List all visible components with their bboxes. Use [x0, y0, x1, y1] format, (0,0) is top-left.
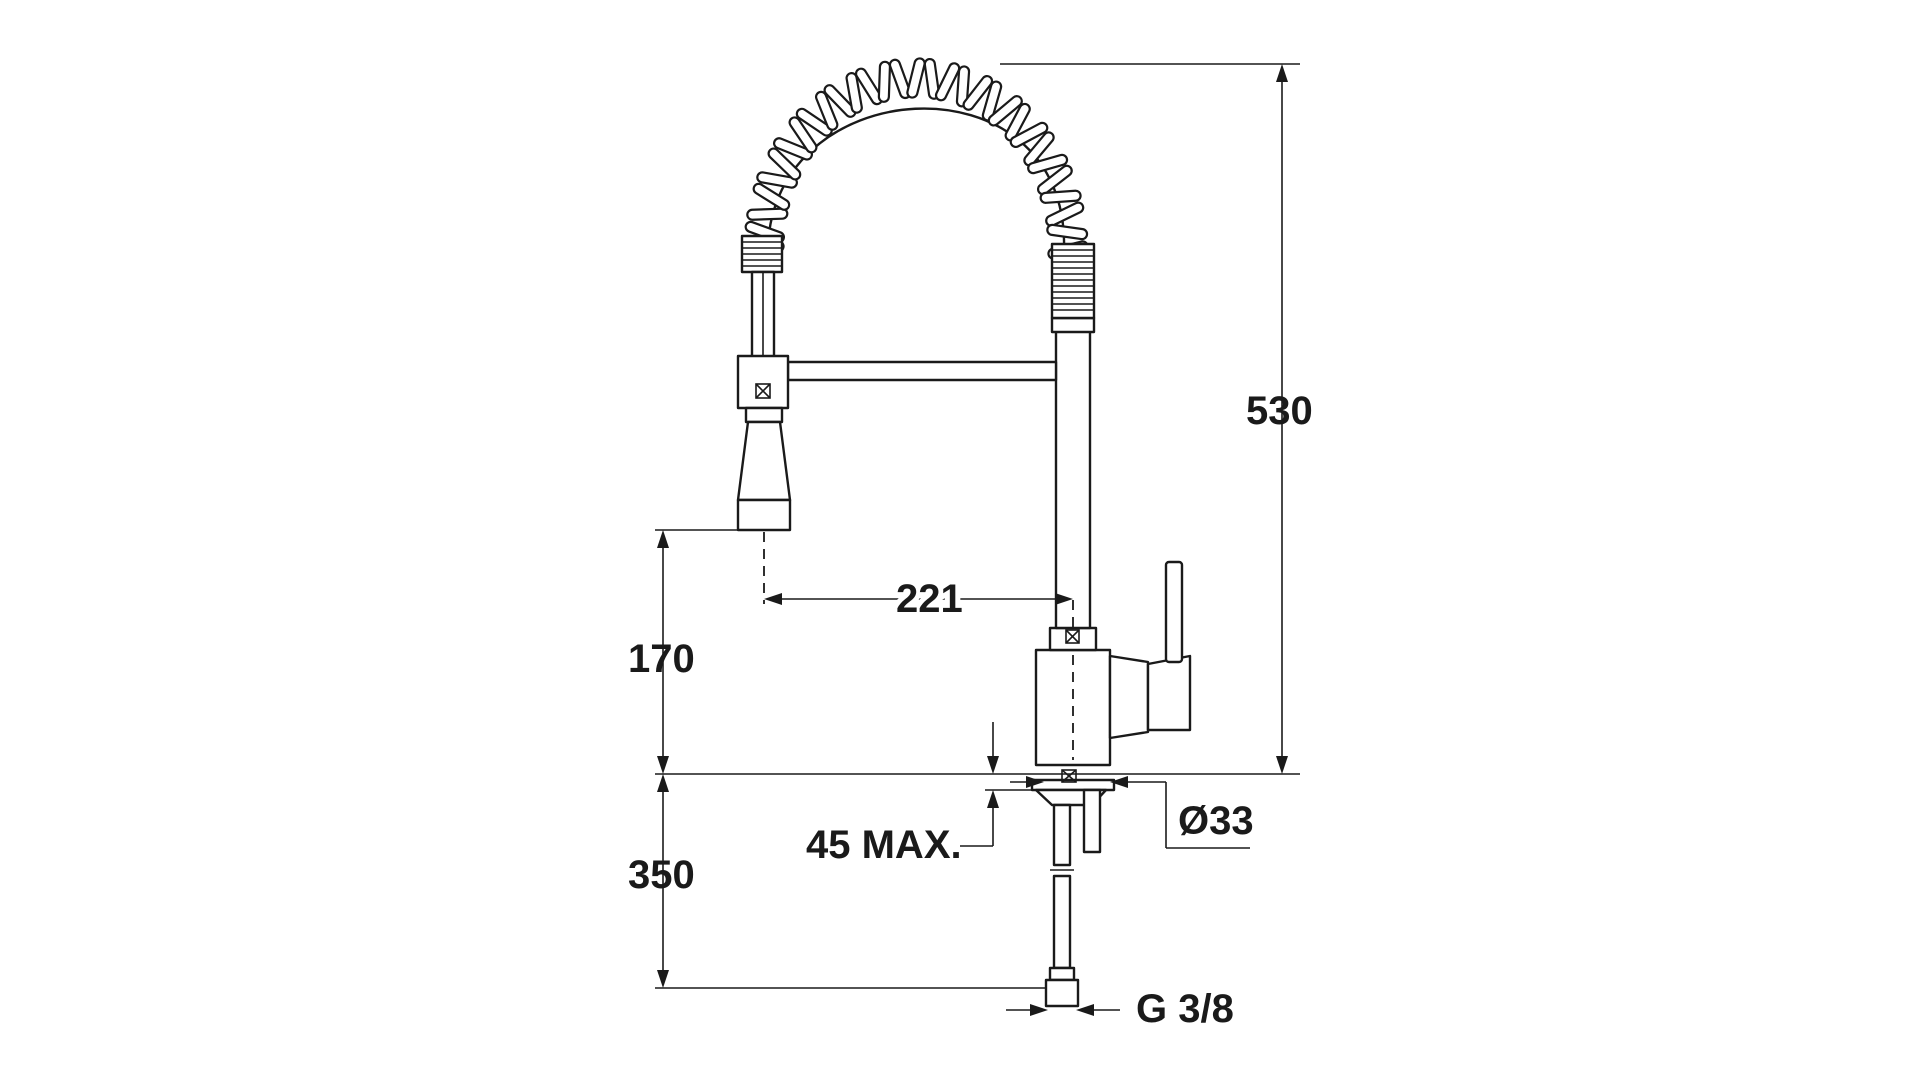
- dim-hole-diameter: Ø33: [1178, 799, 1254, 843]
- spring-coil-loop: [1009, 121, 1049, 149]
- spring-coil-loop: [906, 57, 926, 99]
- spring-coil-loop: [795, 107, 833, 137]
- spray-head-collar: [744, 406, 784, 424]
- dimension-lines: [655, 63, 1300, 1016]
- spring-coil-loop: [1045, 201, 1085, 227]
- spring-coil-loop: [746, 207, 789, 221]
- spray-head-handle: [736, 420, 792, 502]
- spring-coil-loop: [877, 60, 892, 103]
- spring-coil-loop: [934, 62, 961, 102]
- dim-hose-length: 350: [628, 853, 695, 897]
- spring-coil-loop: [981, 80, 1003, 122]
- spring-coil-loop: [1039, 189, 1082, 204]
- spring-coil-loop: [814, 90, 839, 131]
- column-collar: [1050, 316, 1096, 334]
- dim-connection-thread: G 3/8: [1136, 987, 1234, 1031]
- spray-head: [736, 354, 792, 532]
- hose-connector-neck: [1048, 966, 1076, 982]
- support-arm: [786, 360, 1058, 382]
- dim-deck-thickness: 45 MAX.: [806, 823, 962, 867]
- lever-hub: [1108, 654, 1150, 740]
- dim-total-height: 530: [1246, 389, 1313, 433]
- inlet-pipe-upper: [1052, 803, 1072, 867]
- spring-coil-loop: [756, 171, 798, 189]
- spring-coil-loop: [962, 74, 994, 111]
- threaded-shank: [1082, 788, 1102, 854]
- dim-spout-reach: 221: [896, 577, 963, 621]
- spring-coil-loop: [888, 58, 912, 100]
- spring-coil-loop: [788, 116, 818, 154]
- spring-coil-loop: [923, 57, 941, 100]
- spring-coil-loop: [772, 137, 814, 161]
- spray-head-nozzle: [736, 498, 792, 532]
- lever-block: [1146, 654, 1192, 732]
- spring-coil-loop: [1023, 131, 1055, 167]
- right-coil-sleeve: [1050, 242, 1096, 320]
- spring-coil-loop: [823, 84, 857, 118]
- spring-coil-loop: [752, 182, 791, 211]
- dim-spout-height: 170: [628, 637, 695, 681]
- spring-coil-loop: [1046, 223, 1089, 241]
- spring-hose: [743, 57, 1089, 262]
- hose-connector-nut: [1044, 978, 1080, 1008]
- faucet-body: [1030, 316, 1192, 1008]
- spring-coil-loop: [987, 95, 1023, 127]
- spring-coil-loop: [1004, 102, 1031, 142]
- faucet-column: [1054, 328, 1092, 630]
- spring-coil-loop: [1036, 164, 1073, 196]
- body-cap-ring: [1048, 626, 1098, 652]
- spring-coil-loop: [767, 147, 802, 181]
- spring-coil-loop: [845, 72, 863, 114]
- spring-coil-loop: [1027, 153, 1069, 175]
- spring-coil-loop: [955, 65, 971, 108]
- spray-head-clip: [736, 354, 790, 410]
- inlet-pipe-lower: [1052, 874, 1072, 970]
- spring-coil-loop: [854, 67, 884, 106]
- lever-handle: [1164, 560, 1184, 664]
